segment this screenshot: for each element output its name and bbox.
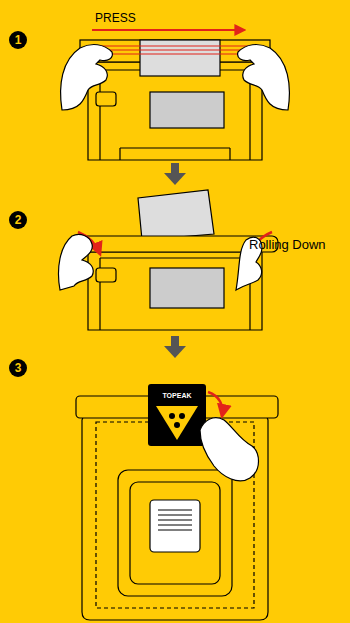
step-circle <box>9 359 27 377</box>
hands-step-1 <box>61 45 290 110</box>
callout-number: 2 <box>15 214 22 226</box>
hands-step-2 <box>59 234 263 290</box>
case-step-3 <box>76 396 278 620</box>
topeak-badge <box>148 384 206 446</box>
down-arrow <box>164 336 186 358</box>
press-arrow <box>92 29 244 31</box>
step-circle <box>9 31 27 49</box>
down-arrow <box>164 163 186 185</box>
case-step-2 <box>72 190 278 330</box>
hand-step-3 <box>200 418 259 481</box>
callout-number: 3 <box>15 362 22 374</box>
step-circle <box>9 211 27 229</box>
callout-number: 1 <box>15 34 22 46</box>
action-label: PRESS <box>95 12 136 24</box>
action-label: Rolling Down <box>249 238 326 251</box>
brand-logo-text: TOPEAK <box>162 392 191 399</box>
